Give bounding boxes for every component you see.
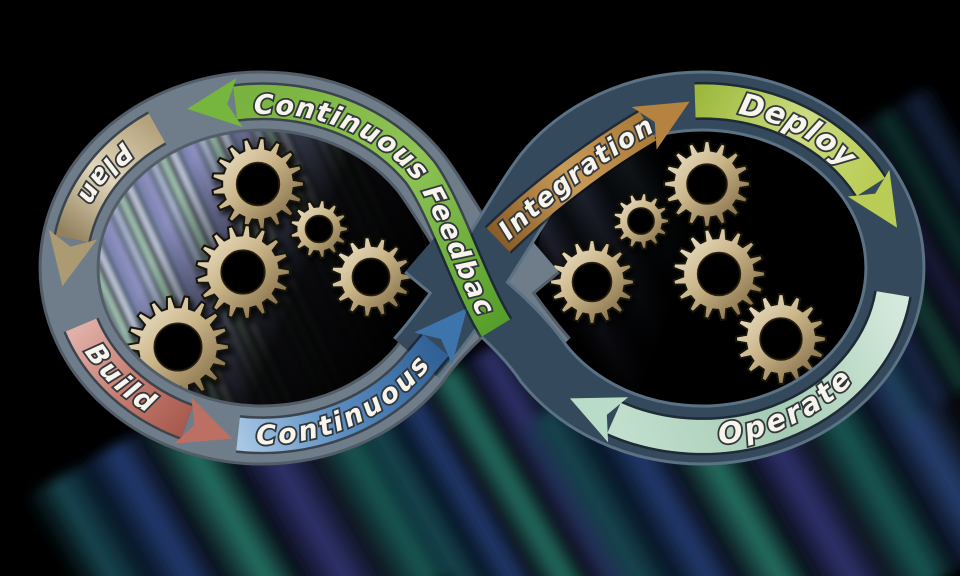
gear-hub: [153, 322, 203, 372]
gear-cluster-right: [549, 140, 827, 385]
gear-hub: [696, 251, 742, 297]
build-arrow: [65, 318, 233, 444]
gear-hub: [627, 207, 655, 235]
gear-hub: [759, 317, 803, 361]
right-loop-ring: [395, 73, 923, 463]
deploy-arrow: [694, 84, 898, 228]
operate-arrow: [569, 290, 910, 453]
integration-arrow: [486, 101, 690, 252]
continuous-arrow: [236, 308, 468, 452]
continuous-feedback-arrow: [187, 77, 511, 337]
gear-hub: [220, 249, 266, 295]
gear-hub: [686, 163, 728, 205]
stage-arrows: [48, 77, 912, 456]
gear-hub: [351, 257, 391, 297]
gear-hub: [304, 214, 334, 244]
gear-hub: [571, 261, 613, 303]
gear-hub: [235, 161, 281, 207]
plan-arrow: [48, 113, 166, 287]
